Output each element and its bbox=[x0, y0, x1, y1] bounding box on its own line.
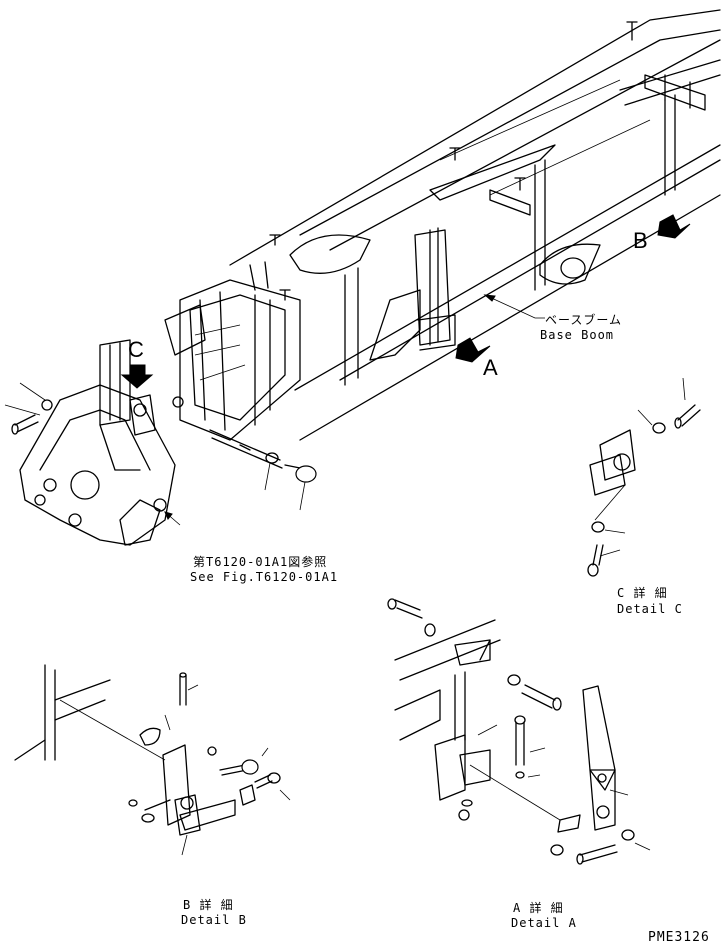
view-b-label: B bbox=[633, 228, 648, 253]
detail-a-title-jp: A 詳 細 bbox=[513, 901, 564, 915]
reference-label-en: See Fig.T6120-01A1 bbox=[190, 570, 339, 584]
detail-b-title-jp: B 詳 細 bbox=[183, 898, 234, 912]
detail-a-drawing bbox=[387, 598, 651, 865]
detail-c-title-en: Detail C bbox=[617, 602, 683, 616]
figure-code: PME3126 bbox=[648, 930, 710, 945]
detail-c-title-jp: C 詳 細 bbox=[617, 586, 668, 600]
loose-parts-c bbox=[4, 382, 317, 511]
detail-a-title-en: Detail A bbox=[511, 916, 577, 930]
base-boom-label-jp: ベースブーム bbox=[545, 313, 623, 327]
base-boom-label-en: Base Boom bbox=[540, 328, 615, 342]
view-b-arrow bbox=[657, 214, 691, 239]
base-boom-drawing bbox=[164, 9, 721, 441]
view-a-arrow bbox=[455, 337, 491, 363]
reference-label-jp: 第T6120-01A1図参照 bbox=[193, 555, 328, 569]
view-c-label: C bbox=[128, 337, 144, 362]
view-a-label: A bbox=[483, 355, 498, 380]
view-c-arrow bbox=[120, 364, 154, 389]
detail-c-drawing bbox=[587, 377, 701, 577]
detail-b-drawing bbox=[14, 664, 291, 856]
boom-foot-drawing bbox=[19, 339, 181, 546]
detail-b-title-en: Detail B bbox=[181, 913, 247, 927]
